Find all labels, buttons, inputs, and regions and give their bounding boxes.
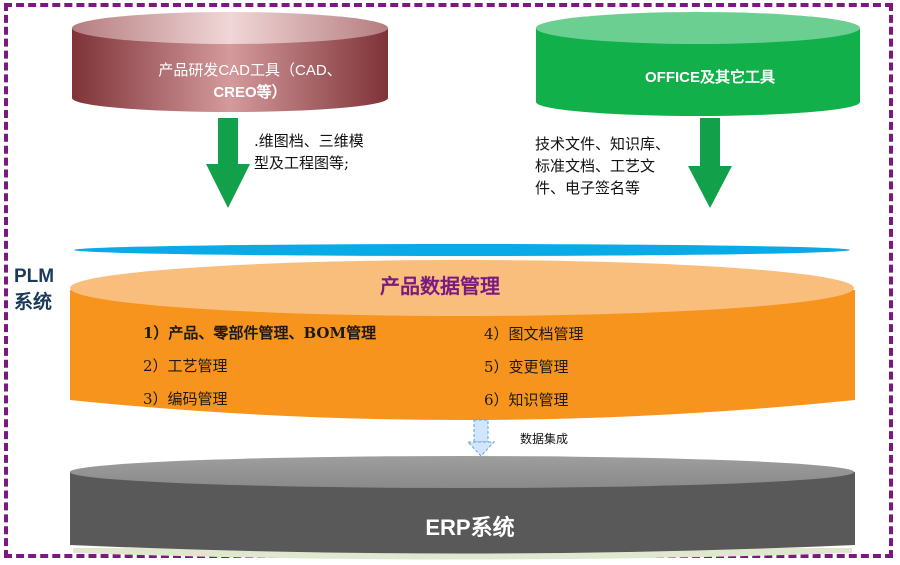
data-integration-arrow-icon xyxy=(466,419,496,457)
plm-label-line2: 系统 xyxy=(14,292,53,313)
erp-cylinder-body xyxy=(70,472,855,554)
office-tools-cylinder xyxy=(536,12,860,116)
cad-down-arrow-icon xyxy=(206,118,250,208)
cad-tools-label-line2: CREO等） xyxy=(213,84,287,101)
cad-output-note-line2: 型及工程图等; xyxy=(254,154,350,172)
cad-output-note-line1: .维图档、三维模 xyxy=(254,132,364,150)
pdm-cylinder xyxy=(70,260,855,420)
plm-system-label: PLM 系统 xyxy=(14,264,54,316)
office-cylinder-body xyxy=(536,28,860,116)
erp-cylinder xyxy=(70,456,855,560)
pdm-cylinder-top xyxy=(70,260,854,316)
cad-cylinder-top xyxy=(72,12,388,44)
data-integration-label: 数据集成 xyxy=(520,432,569,446)
plm-separator-lens xyxy=(74,244,850,256)
pdm-item-3: 3）编码管理 xyxy=(143,390,228,408)
cad-tools-label-line1: 产品研发CAD工具（CAD、 xyxy=(158,62,342,79)
erp-system-label: ERP系统 xyxy=(425,515,515,540)
office-down-arrow-icon xyxy=(688,118,732,208)
cad-tools-cylinder xyxy=(72,12,388,112)
office-tools-label: OFFICE及其它工具 xyxy=(645,69,775,86)
pdm-item-6: 6）知识管理 xyxy=(484,391,569,409)
office-output-note-line1: 技术文件、知识库、 xyxy=(535,135,671,153)
plm-label-line1: PLM xyxy=(14,266,55,287)
office-output-note-line2: 标准文档、工艺文 xyxy=(535,157,656,175)
pdm-item-2: 2）工艺管理 xyxy=(143,357,228,375)
pdm-cylinder-body xyxy=(70,290,855,420)
pdm-title: 产品数据管理 xyxy=(380,276,500,298)
cad-output-note: .维图档、三维模 型及工程图等; xyxy=(254,130,364,174)
cad-cylinder-body xyxy=(72,28,388,112)
office-output-note-line3: 件、电子签名等 xyxy=(535,179,641,197)
pdm-item-4: 4）图文档管理 xyxy=(484,325,584,343)
pdm-item-5: 5）变更管理 xyxy=(484,358,569,376)
office-cylinder-top xyxy=(536,12,860,44)
office-output-note: 技术文件、知识库、 标准文档、工艺文 件、电子签名等 xyxy=(535,133,670,199)
cad-tools-label: 产品研发CAD工具（CAD、 CREO等） xyxy=(90,60,410,104)
pdm-item-1: 1）产品、零部件管理、BOM管理 xyxy=(143,324,377,342)
erp-cylinder-top xyxy=(70,456,854,488)
